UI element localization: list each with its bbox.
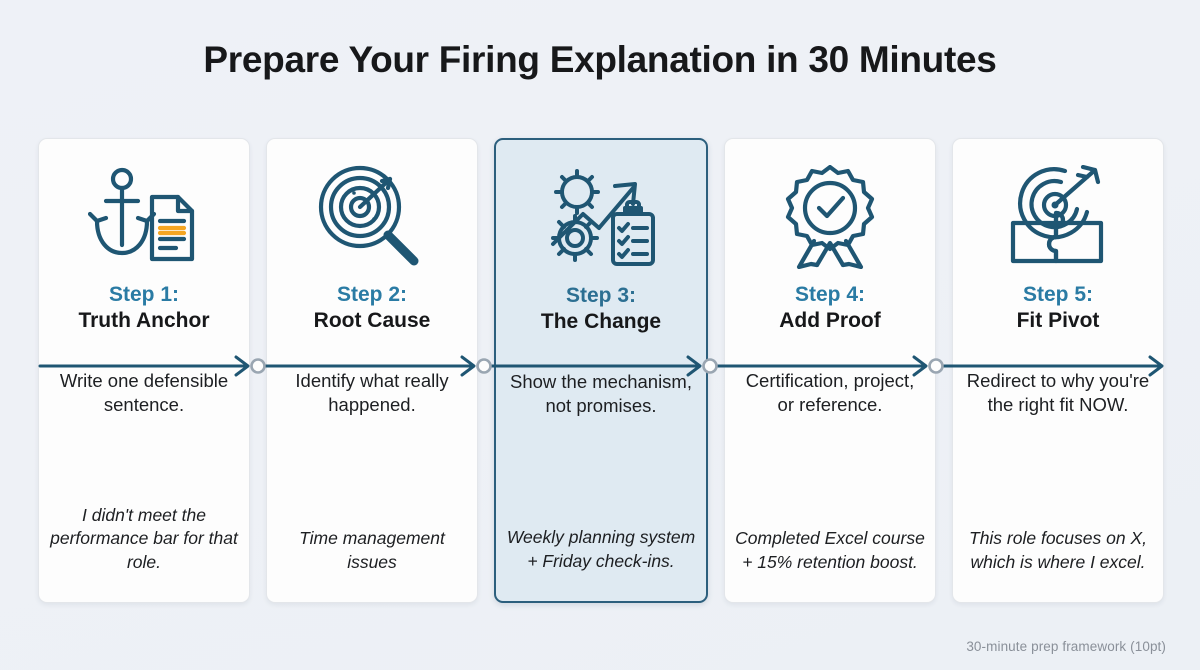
gears-growth-clipboard-icon <box>505 154 697 282</box>
step-description-3: Show the mechanism, not promises. <box>509 370 692 417</box>
step-card-4[interactable]: Step 4: Add Proof Certification, project… <box>724 138 936 603</box>
anchor-document-icon <box>48 153 240 281</box>
step-description-1: Write one defensible sentence. <box>59 369 229 416</box>
step-title-1: Truth Anchor <box>78 308 210 332</box>
step-example-4: Completed Excel course + 15% retention b… <box>735 528 925 572</box>
award-ribbon-check-icon <box>734 153 926 281</box>
step-card-5[interactable]: Step 5: Fit Pivot Redirect to why you're… <box>952 138 1164 603</box>
step-card-1[interactable]: Step 1: Truth Anchor Write one defensibl… <box>38 138 250 603</box>
step-title-3: The Change <box>540 309 662 333</box>
step-label-1: Step 1: <box>108 283 179 306</box>
page-title: Prepare Your Firing Explanation in 30 Mi… <box>203 39 997 80</box>
step-title-5: Fit Pivot <box>1016 308 1100 332</box>
magnifier-target-icon <box>276 153 468 281</box>
puzzle-target-arrow-icon <box>962 153 1154 281</box>
step-example-3: Weekly planning system + Friday check-in… <box>506 527 696 571</box>
steps-container: Step 1: Truth Anchor Write one defensibl… <box>38 138 1164 603</box>
step-card-3[interactable]: Step 3: The Change Show the mechanism, n… <box>494 138 708 603</box>
step-example-2: Time management issues <box>299 528 445 572</box>
step-title-4: Add Proof <box>779 308 881 332</box>
step-description-2: Identify what really happened. <box>295 369 449 416</box>
step-example-5: This role focuses on X, which is where I… <box>969 528 1147 572</box>
step-title-2: Root Cause <box>313 308 431 332</box>
step-description-4: Certification, project, or reference. <box>745 369 915 416</box>
step-label-2: Step 2: <box>336 283 407 306</box>
step-label-4: Step 4: <box>794 283 865 306</box>
step-label-5: Step 5: <box>1022 283 1093 306</box>
step-label-3: Step 3: <box>565 284 636 307</box>
step-description-5: Redirect to why you're the right fit NOW… <box>966 369 1150 416</box>
footer-note: 30-minute prep framework (10pt) <box>966 639 1166 654</box>
step-card-2[interactable]: Step 2: Root Cause Identify what really … <box>266 138 478 603</box>
step-example-1: I didn't meet the performance bar for th… <box>50 505 238 572</box>
title-bar: Prepare Your Firing Explanation in 30 Mi… <box>0 0 1200 120</box>
